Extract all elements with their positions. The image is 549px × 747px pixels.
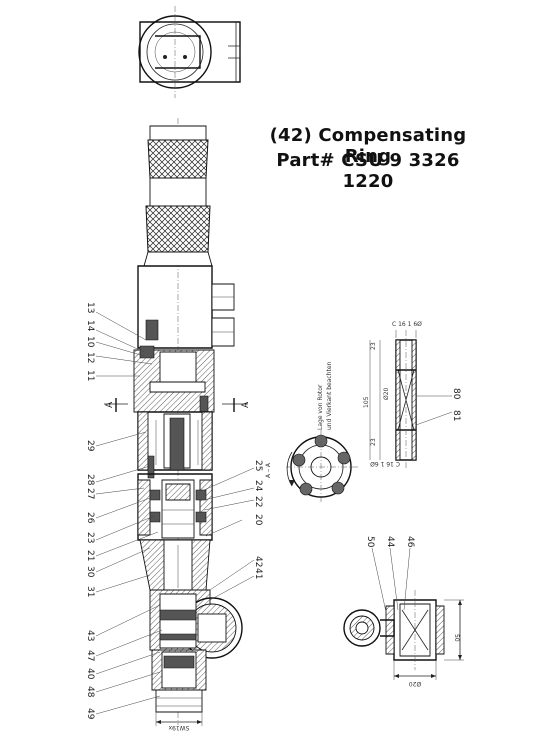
section-label: A – A bbox=[265, 462, 272, 478]
section-note-line2: und Vierkant beachten bbox=[326, 361, 333, 430]
callout-48: 48 bbox=[85, 686, 95, 698]
callouts-left: 13 14 10 12 11 29 28 27 26 23 21 30 31 4… bbox=[85, 302, 95, 720]
rotor-detail: 80 81 C 16 1 6Ø C 16 1 6Ø 23 23 105 Ø20 bbox=[363, 321, 461, 470]
dim-inner: Ø20 bbox=[383, 387, 390, 400]
callout-31: 31 bbox=[85, 586, 95, 597]
callout-41: 41 bbox=[253, 568, 263, 579]
callout-12: 12 bbox=[85, 352, 95, 363]
main-assembly: SW19x bbox=[133, 118, 243, 731]
callout-30: 30 bbox=[85, 566, 95, 578]
main-bottom-dimension: SW19x bbox=[168, 724, 189, 731]
callout-25: 25 bbox=[253, 460, 263, 471]
leader-lines bbox=[95, 311, 255, 715]
callout-28: 28 bbox=[85, 474, 95, 486]
callout-10: 10 bbox=[85, 336, 95, 348]
section-marker-right: A bbox=[241, 401, 251, 408]
callout-22: 22 bbox=[253, 496, 263, 507]
callout-81: 81 bbox=[451, 410, 461, 421]
callout-47: 47 bbox=[85, 650, 95, 661]
callout-80: 80 bbox=[451, 388, 461, 400]
callout-49: 49 bbox=[85, 708, 95, 720]
dim-bottom: C 16 1 6Ø bbox=[370, 460, 400, 467]
angle-head-detail: 50 44 46 50 Ø20 bbox=[343, 536, 464, 687]
top-view bbox=[138, 6, 241, 98]
dim-right: 50 bbox=[453, 634, 460, 642]
callout-26: 26 bbox=[85, 512, 95, 524]
section-markers: A A bbox=[104, 398, 251, 412]
callout-20: 20 bbox=[253, 514, 263, 526]
part-number: Part# CSU 9 3326 1220 bbox=[276, 150, 460, 192]
callout-11: 11 bbox=[85, 370, 95, 381]
callout-40: 40 bbox=[85, 668, 95, 680]
callout-27: 27 bbox=[85, 488, 95, 499]
dim-left-bottom: 23 bbox=[370, 438, 377, 446]
callout-21: 21 bbox=[85, 550, 95, 561]
dim-top: C 16 1 6Ø bbox=[392, 321, 422, 328]
callouts-right: 25 24 22 20 42 41 bbox=[253, 460, 263, 579]
dim-bottom-detail: Ø20 bbox=[409, 680, 422, 687]
section-marker-left: A bbox=[105, 401, 115, 408]
callout-50: 50 bbox=[365, 536, 375, 548]
callout-44: 44 bbox=[385, 536, 395, 548]
callout-14: 14 bbox=[85, 320, 95, 332]
callout-43: 43 bbox=[85, 630, 95, 641]
section-note-line1: Lage von Rotor bbox=[317, 384, 324, 430]
dim-mid: 105 bbox=[363, 396, 370, 408]
callout-29: 29 bbox=[85, 440, 95, 452]
callout-46: 46 bbox=[405, 536, 415, 548]
callout-13: 13 bbox=[85, 302, 95, 313]
dim-left-top: 23 bbox=[370, 342, 377, 350]
callout-23: 23 bbox=[85, 532, 95, 543]
callout-42: 42 bbox=[253, 556, 263, 567]
section-a-a: A – A Lage von Rotor und Vierkant beacht… bbox=[265, 361, 358, 504]
diagram-title: (42) Compensating Ring bbox=[269, 125, 467, 167]
callout-24: 24 bbox=[253, 480, 263, 492]
